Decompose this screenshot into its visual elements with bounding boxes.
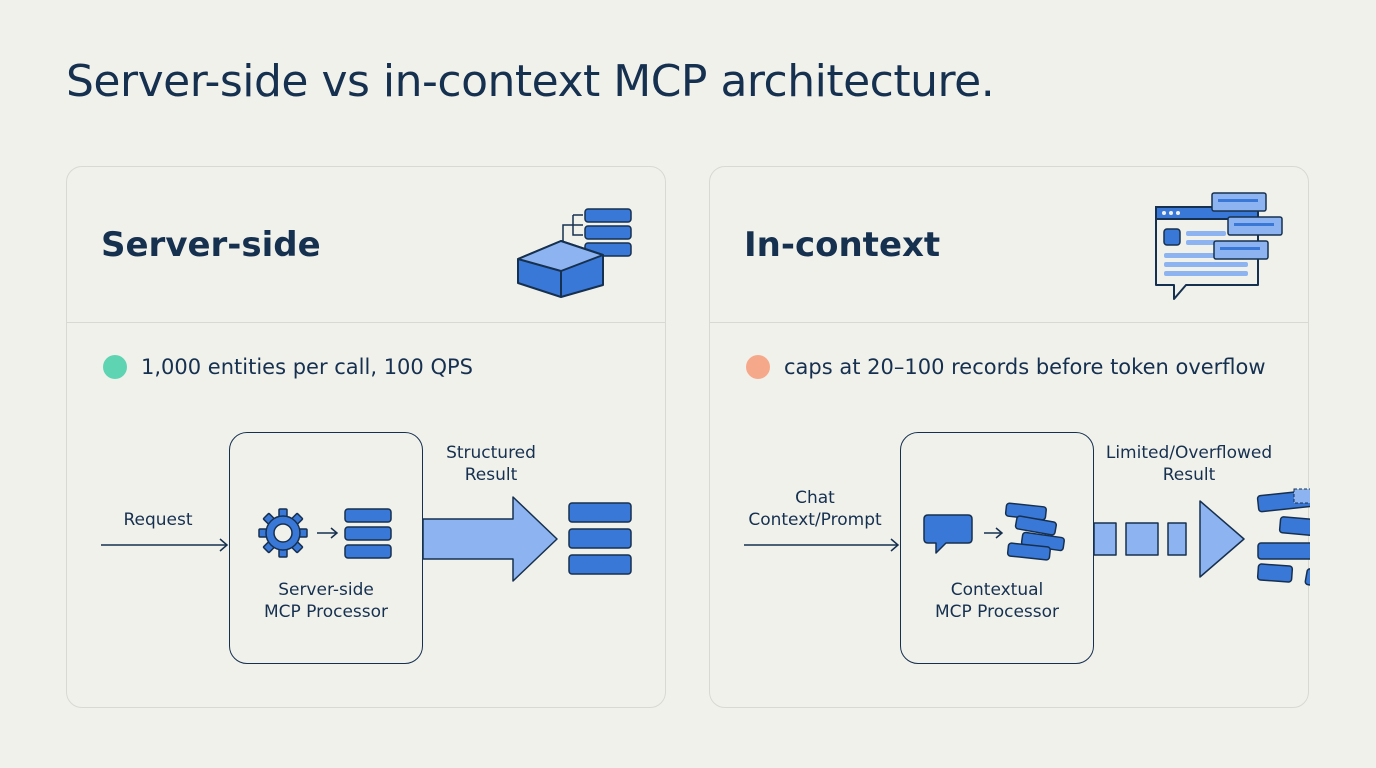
contextual-processor-label: Contextual MCP Processor [900,579,1094,623]
server-side-card: Server-side 1,000 entities per call, 100… [66,166,666,708]
processor-label-line2: MCP Processor [934,602,1060,622]
structured-result-label: Structured Result [431,442,551,486]
in-context-stat-text: caps at 20–100 records before token over… [784,355,1266,379]
server-side-stat-text: 1,000 entities per call, 100 QPS [141,355,473,379]
server-side-stat: 1,000 entities per call, 100 QPS [103,355,473,379]
output-arrow [422,496,558,582]
input-label-line1: Chat [795,488,835,508]
status-dot-teal [103,355,127,379]
card-divider [710,322,1308,323]
input-label-line2: Context/Prompt [748,510,882,530]
database-cube-icon [517,208,632,298]
overflow-arrow [1093,500,1245,578]
in-context-heading: In-context [744,225,941,265]
output-label-line2: Result [464,465,518,485]
limited-result-label: Limited/Overflowed Result [1098,442,1280,486]
processor-label-line2: MCP Processor [263,602,389,622]
chat-window-icon [1155,192,1283,300]
output-label-line1: Structured [446,443,536,463]
server-side-processor-box [229,432,423,664]
processor-label-line1: Contextual [950,580,1044,600]
status-dot-peach [746,355,770,379]
result-stack-icon [568,502,632,575]
contextual-processor-box [900,432,1094,664]
request-label: Request [123,510,193,530]
processor-label-line1: Server-side [278,580,374,600]
server-side-processor-label: Server-side MCP Processor [229,579,423,623]
in-context-card: In-context caps at 20–100 records before… [709,166,1310,708]
page-title: Server-side vs in-context MCP architectu… [66,56,995,107]
chat-context-label: Chat Context/Prompt [738,487,892,531]
card-divider [67,322,665,323]
output-label-line1: Limited/Overflowed [1105,443,1273,463]
in-context-flow-diagram [744,488,1310,590]
server-side-heading: Server-side [101,225,321,265]
in-context-stat: caps at 20–100 records before token over… [746,355,1266,379]
output-label-line2: Result [1162,465,1216,485]
scattered-result-icon [1256,489,1310,590]
